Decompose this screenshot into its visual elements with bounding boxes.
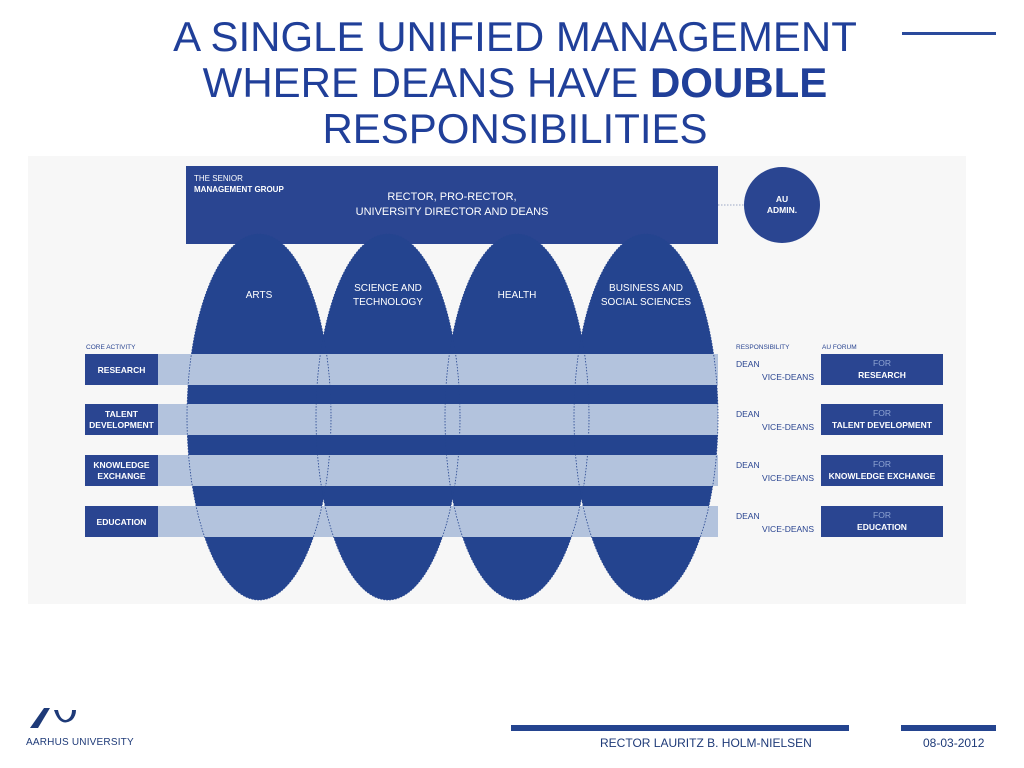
title-rule [902, 32, 996, 35]
faculty-label-business-2: SOCIAL SCIENCES [601, 297, 692, 308]
forum-for: FOR [873, 408, 891, 418]
faculty-label-science-2: TECHNOLOGY [353, 297, 423, 308]
forum-name-research: RESEARCH [858, 370, 906, 380]
responsibility-dean: DEAN [736, 460, 760, 470]
senior-group-label-1: THE SENIOR [194, 174, 243, 183]
title-emphasis: DOUBLE [649, 59, 828, 106]
aarhus-university-logo-icon [30, 708, 76, 728]
activity-box [85, 404, 158, 435]
activity-label-research: RESEARCH [98, 365, 146, 375]
faculty-label-science-1: SCIENCE AND [354, 283, 422, 294]
title-line-2: WHERE DEANS HAVE [202, 59, 650, 106]
forum-name-knowledge-exchange: KNOWLEDGE EXCHANGE [829, 471, 936, 481]
activity-box [85, 506, 158, 537]
responsibility-vice-deans: VICE-DEANS [762, 372, 814, 382]
activity-label-knowledge-2: EXCHANGE [97, 471, 146, 481]
activity-label-talent-1: TALENT [105, 409, 139, 419]
faculty-label-arts: ARTS [246, 290, 273, 301]
responsibility-dean: DEAN [736, 359, 760, 369]
faculty-outline-health [444, 233, 590, 601]
au-admin-circle [744, 167, 820, 243]
faculty-outline-arts [186, 233, 332, 601]
responsibility-vice-deans: VICE-DEANS [762, 524, 814, 534]
au-admin-label-1: AU [776, 194, 788, 204]
senior-group-label-2: MANAGEMENT GROUP [194, 185, 284, 194]
title-line-3: RESPONSIBILITIES [322, 105, 708, 152]
faculty-label-health: HEALTH [498, 290, 537, 301]
forum-for: FOR [873, 358, 891, 368]
activity-row-talent-development: TALENT DEVELOPMENT DEAN VICE-DEANS FOR T… [85, 404, 943, 435]
faculty-label-business-1: BUSINESS AND [609, 283, 683, 294]
activity-row-research: RESEARCH DEAN VICE-DEANS FOR RESEARCH [85, 354, 943, 385]
responsibility-dean: DEAN [736, 511, 760, 521]
au-forum-label: AU FORUM [822, 344, 857, 351]
activity-band [158, 506, 718, 537]
responsibility-label: RESPONSIBILITY [736, 344, 790, 351]
responsibility-dean: DEAN [736, 409, 760, 419]
forum-box [821, 506, 943, 537]
faculty-outline-business [573, 233, 719, 601]
senior-management-box [186, 166, 718, 244]
footer-bar-right [901, 725, 996, 731]
presenter-name: RECTOR LAURITZ B. HOLM-NIELSEN [600, 736, 812, 750]
university-name: AARHUS UNIVERSITY [26, 737, 134, 748]
activity-band [158, 455, 718, 486]
activity-row-education: EDUCATION DEAN VICE-DEANS FOR EDUCATION [85, 506, 943, 537]
title-line-1: A SINGLE UNIFIED MANAGEMENT [173, 14, 857, 60]
responsibility-vice-deans: VICE-DEANS [762, 422, 814, 432]
forum-for: FOR [873, 459, 891, 469]
footer-bar-left [511, 725, 849, 731]
faculty-outline-science [315, 233, 461, 601]
forum-box [821, 354, 943, 385]
au-admin-label-2: ADMIN. [767, 205, 797, 215]
forum-box [821, 455, 943, 486]
activity-box [85, 354, 158, 385]
responsibility-vice-deans: VICE-DEANS [762, 473, 814, 483]
activity-box [85, 455, 158, 486]
activity-label-talent-2: DEVELOPMENT [89, 420, 155, 430]
forum-box [821, 404, 943, 435]
page-title: A SINGLE UNIFIED MANAGEMENT WHERE DEANS … [120, 14, 910, 160]
forum-name-talent-development: TALENT DEVELOPMENT [832, 420, 933, 430]
senior-group-text-2: UNIVERSITY DIRECTOR AND DEANS [356, 206, 549, 218]
forum-name-education: EDUCATION [857, 522, 907, 532]
core-activity-label: CORE ACTIVITY [86, 344, 136, 351]
senior-group-text-1: RECTOR, PRO-RECTOR, [387, 191, 516, 203]
forum-for: FOR [873, 510, 891, 520]
activity-row-knowledge-exchange: KNOWLEDGE EXCHANGE DEAN VICE-DEANS FOR K… [85, 455, 943, 486]
presentation-date: 08-03-2012 [923, 736, 985, 750]
activity-band [158, 404, 718, 435]
activity-band [158, 354, 718, 385]
activity-label-education: EDUCATION [97, 517, 147, 527]
activity-label-knowledge-1: KNOWLEDGE [93, 460, 150, 470]
faculty-outlines [186, 233, 719, 601]
